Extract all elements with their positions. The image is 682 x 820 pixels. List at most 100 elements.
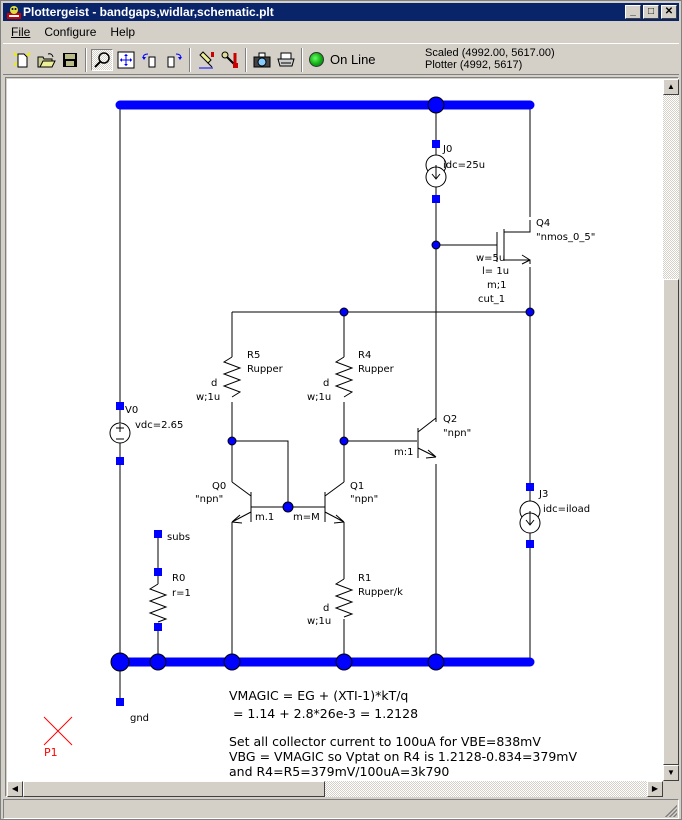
note-line: and R4=R5=379mV/100uA=3k790 (229, 764, 449, 779)
menu-help-label: Help (110, 25, 136, 39)
camera-icon (253, 52, 271, 68)
p1-label: P1 (44, 746, 58, 759)
note-line: Set all collector current to 100uA for V… (229, 734, 541, 749)
q4-extra: cut_1 (478, 294, 505, 305)
new-button[interactable] (11, 49, 33, 71)
subs-label: subs (167, 532, 190, 543)
scroll-left-button[interactable]: ◀ (7, 781, 23, 797)
save-button[interactable] (59, 49, 81, 71)
r4-name: R4 (358, 350, 371, 361)
toolbar-separator (301, 48, 303, 72)
status-bar (3, 799, 679, 819)
q4-model: "nmos_0_5" (536, 232, 595, 243)
q4-l: l= 1u (482, 266, 509, 277)
r4-d: d (323, 378, 329, 389)
j3-value: idc=iload (543, 504, 590, 515)
r1-name: R1 (358, 573, 371, 584)
q1-model: "npn" (350, 494, 378, 505)
r5-d: d (211, 378, 217, 389)
tools-icon (221, 51, 238, 68)
horizontal-scrollbar[interactable]: ◀ ▶ (7, 781, 663, 797)
q1-name: Q1 (350, 481, 364, 492)
r5-value: Rupper (247, 364, 284, 375)
resistor-r5-symbol (222, 356, 242, 398)
scaled-coords: Scaled (4992.00, 5617.00) (425, 47, 555, 59)
zoom-magnifier-icon (94, 52, 110, 68)
design-notes: VMAGIC = EG + (XTI-1)*kT/q = 1.14 + 2.8*… (229, 688, 577, 779)
q4-name: Q4 (536, 218, 550, 229)
j3-name: J3 (538, 489, 548, 500)
schematic-view: P1 J0 idc=25u Q4 "nmos_0_5" w=5u l= 1u m… (5, 77, 679, 797)
r0-value: r=1 (172, 588, 191, 599)
zoom-button[interactable] (91, 49, 113, 71)
window-title: Plottergeist - bandgaps,widlar,schematic… (23, 5, 274, 19)
scroll-up-button[interactable]: ▲ (663, 79, 679, 95)
power-rails (115, 100, 535, 667)
transistors (223, 217, 533, 534)
online-status-led-icon (309, 52, 324, 67)
online-label: On Line (330, 52, 376, 67)
v0-value: vdc=2.65 (135, 420, 183, 431)
component-labels: J0 idc=25u Q4 "nmos_0_5" w=5u l= 1u m;1 … (125, 144, 595, 724)
resistors (148, 356, 354, 624)
q1-m: m=M (293, 512, 320, 523)
menu-bar: File Configure Help (3, 23, 141, 41)
q4-m: m;1 (487, 280, 506, 291)
r1-d: d (323, 603, 329, 614)
toolbar-separator (189, 48, 191, 72)
schematic-canvas[interactable]: P1 J0 idc=25u Q4 "nmos_0_5" w=5u l= 1u m… (7, 79, 663, 781)
maximize-button[interactable]: □ (643, 5, 659, 19)
junctions (110, 96, 535, 672)
plotter-coords: Plotter (4992, 5617) (425, 59, 523, 71)
q0-model: "npn" (195, 494, 223, 505)
snapshot-button[interactable] (251, 49, 273, 71)
open-button[interactable] (35, 49, 57, 71)
scrollbar-corner (663, 781, 679, 797)
note-line: = 1.14 + 2.8*26e-3 = 1.2128 (229, 706, 418, 721)
r0-name: R0 (172, 573, 185, 584)
vertical-scrollbar[interactable]: ▲ ▼ (663, 79, 679, 781)
q0-m: m.1 (255, 512, 274, 523)
new-icon (13, 52, 31, 68)
scroll-right-button[interactable]: ▶ (647, 781, 663, 797)
plottergeist-app-icon (7, 6, 21, 19)
v0-name: V0 (125, 405, 138, 416)
minimize-button[interactable]: _ (625, 5, 641, 19)
q2-model: "npn" (443, 428, 471, 439)
print-button[interactable] (275, 49, 297, 71)
toolbar: On Line Scaled (4992.00, 5617.00) Plotte… (3, 43, 679, 75)
pins (116, 140, 534, 706)
online-toggle[interactable]: On Line (309, 52, 376, 67)
plot-button[interactable] (195, 49, 217, 71)
gnd-label: gnd (130, 713, 149, 724)
r4-w: w;1u (307, 392, 331, 403)
vertical-scroll-thumb[interactable] (663, 279, 679, 765)
resize-grip-icon[interactable] (665, 805, 677, 817)
q0-name: Q0 (212, 481, 226, 492)
menu-file-label: File (11, 25, 31, 39)
q1-symbol (324, 481, 345, 534)
p1-marker-icon[interactable] (43, 716, 73, 746)
menu-help[interactable]: Help (102, 23, 141, 41)
resistor-r1-symbol (334, 578, 354, 618)
r1-w: w;1u (307, 616, 331, 627)
v0-symbol (109, 422, 131, 444)
r5-w: w;1u (196, 392, 220, 403)
menu-configure[interactable]: Configure (36, 23, 102, 41)
rotate-left-icon (142, 53, 156, 68)
j0-arrow (431, 165, 441, 180)
q4-symbol (496, 220, 531, 265)
rotate-left-button[interactable] (139, 49, 161, 71)
r4-value: Rupper (358, 364, 395, 375)
horizontal-scroll-thumb[interactable] (23, 781, 325, 797)
pen-plot-icon (199, 51, 214, 69)
fit-view-button[interactable] (115, 49, 137, 71)
menu-file[interactable]: File (3, 23, 36, 41)
rotate-right-icon (167, 53, 182, 68)
j0-value: idc=25u (443, 160, 485, 171)
close-button[interactable]: ✕ (661, 5, 677, 19)
rotate-right-button[interactable] (163, 49, 185, 71)
tools-button[interactable] (219, 49, 241, 71)
scroll-down-button[interactable]: ▼ (663, 765, 679, 781)
